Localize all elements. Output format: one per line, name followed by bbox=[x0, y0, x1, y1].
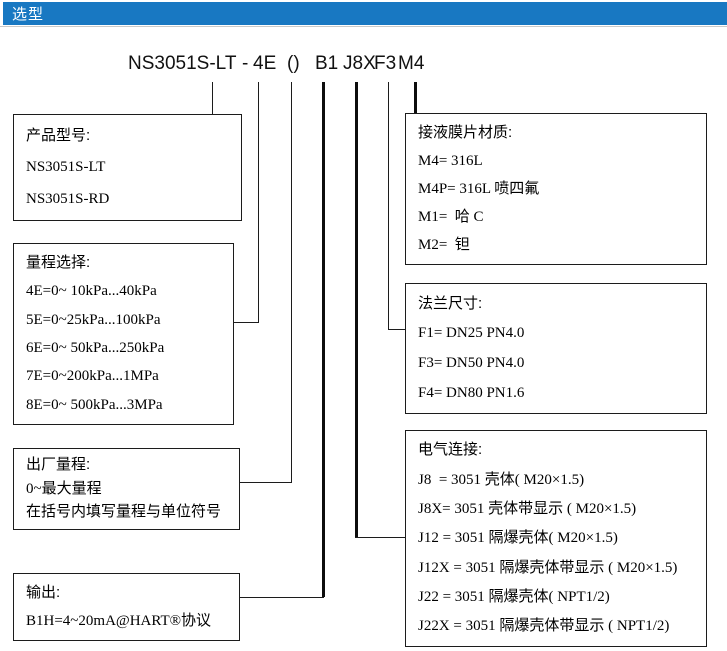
box-product-model: 产品型号: NS3051S-LT NS3051S-RD bbox=[13, 114, 242, 221]
spec-row: M4= 316L bbox=[418, 152, 483, 169]
header-divider bbox=[0, 26, 727, 27]
section-title: 选型 bbox=[12, 6, 45, 23]
connector-electrical-hline bbox=[355, 537, 405, 538]
box-title: 接液膜片材质: bbox=[418, 123, 513, 141]
connector-electrical-vline bbox=[355, 82, 358, 537]
spec-row: J12X = 3051 隔爆壳体带显示 ( M20×1.5) bbox=[418, 559, 678, 576]
spec-row: J22 = 3051 隔爆壳体( NPT1/2) bbox=[418, 588, 610, 605]
model-code-parens: () bbox=[287, 53, 300, 74]
spec-row: J8 = 3051 壳体( M20×1.5) bbox=[418, 471, 585, 488]
spec-row: M1= 哈 C bbox=[418, 208, 484, 225]
section-header: 选型 bbox=[3, 2, 727, 25]
spec-row: J8X= 3051 壳体带显示 ( M20×1.5) bbox=[418, 500, 637, 517]
spec-row: M2= 钽 bbox=[418, 236, 470, 253]
spec-row: 0~最大量程 bbox=[26, 480, 102, 497]
spec-row: J12 = 3051 隔爆壳体( M20×1.5) bbox=[418, 530, 618, 547]
spec-row: NS3051S-LT bbox=[26, 159, 106, 176]
box-electrical-connection: 电气连接: J8 = 3051 壳体( M20×1.5) J8X= 3051 壳… bbox=[405, 430, 707, 647]
model-code-flange: F3 bbox=[374, 53, 397, 74]
connector-factory-range-vline bbox=[291, 82, 292, 482]
spec-row: 4E=0~ 10kPa...40kPa bbox=[26, 283, 157, 300]
box-factory-range: 出厂量程: 0~最大量程 在括号内填写量程与单位符号 bbox=[13, 448, 240, 530]
box-title: 法兰尺寸: bbox=[418, 294, 483, 312]
spec-row: NS3051S-RD bbox=[26, 190, 110, 207]
connector-material-vline bbox=[414, 82, 417, 113]
spec-row: 7E=0~200kPa...1MPa bbox=[26, 368, 159, 385]
connector-output-vline bbox=[322, 82, 325, 597]
box-title: 量程选择: bbox=[26, 253, 91, 271]
model-code-dash: - bbox=[242, 53, 249, 74]
model-code-material: M4 bbox=[398, 53, 425, 74]
box-output: 输出: B1H=4~20mA@HART®协议 bbox=[13, 573, 240, 641]
connector-flange-hline bbox=[388, 329, 409, 330]
box-flange-size: 法兰尺寸: F1= DN25 PN4.0 F3= DN50 PN4.0 F4= … bbox=[405, 283, 707, 414]
model-code-output: B1 bbox=[315, 53, 339, 74]
spec-row: 在括号内填写量程与单位符号 bbox=[26, 504, 222, 521]
connector-range-hline bbox=[230, 322, 259, 323]
box-range-selection: 量程选择: 4E=0~ 10kPa...40kPa 5E=0~25kPa...1… bbox=[13, 243, 234, 425]
spec-row: M4P= 316L 喷四氟 bbox=[418, 180, 540, 197]
connector-flange-vline bbox=[388, 82, 389, 329]
connector-output-hline bbox=[236, 597, 324, 598]
spec-row: F1= DN25 PN4.0 bbox=[418, 325, 525, 342]
connector-range-vline bbox=[258, 82, 259, 322]
box-diaphragm-material: 接液膜片材质: M4= 316L M4P= 316L 喷四氟 M1= 哈 C M… bbox=[405, 113, 707, 265]
spec-row: 6E=0~ 50kPa...250kPa bbox=[26, 339, 165, 356]
model-code-range: 4E bbox=[253, 53, 277, 74]
box-title: 产品型号: bbox=[26, 126, 91, 144]
spec-row: F3= DN50 PN4.0 bbox=[418, 355, 525, 372]
box-title: 出厂量程: bbox=[26, 456, 91, 474]
model-code-product: NS3051S-LT bbox=[128, 53, 237, 74]
spec-row: 5E=0~25kPa...100kPa bbox=[26, 311, 161, 328]
spec-row: 8E=0~ 500kPa...3MPa bbox=[26, 396, 163, 413]
connector-factory-range-hline bbox=[235, 482, 292, 483]
spec-row: F4= DN80 PN1.6 bbox=[418, 384, 525, 401]
box-title: 电气连接: bbox=[418, 441, 483, 459]
spec-row: B1H=4~20mA@HART®协议 bbox=[26, 612, 212, 629]
model-code-electrical: J8X bbox=[343, 53, 376, 74]
spec-row: J22X = 3051 隔爆壳体带显示 ( NPT1/2) bbox=[418, 618, 670, 635]
connector-product-vline bbox=[212, 82, 213, 114]
box-title: 输出: bbox=[26, 583, 61, 601]
